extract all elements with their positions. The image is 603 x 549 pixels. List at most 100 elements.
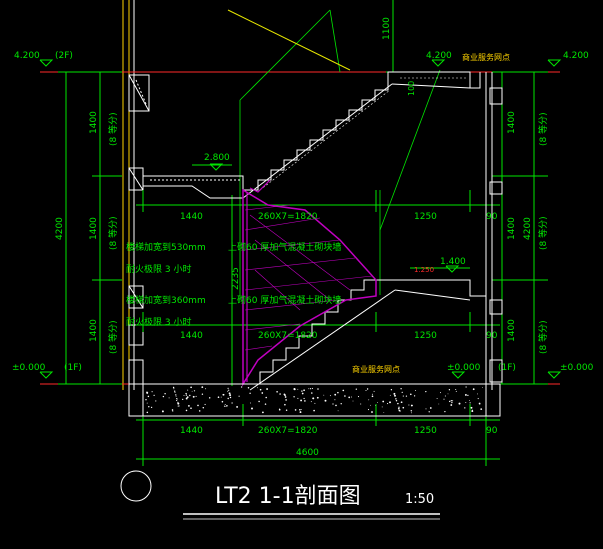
- right-wall: [485, 72, 503, 390]
- slab-speckle: [440, 392, 441, 394]
- slab-speckle: [448, 400, 451, 403]
- slab-speckle: [177, 401, 179, 403]
- dim-left-label-mid: (8 等分): [107, 216, 119, 250]
- slab-speckle: [334, 393, 337, 396]
- note-widen-530: 楼梯加宽到530mm: [126, 241, 206, 253]
- slab-speckle: [368, 399, 370, 401]
- slab-speckle: [278, 408, 281, 411]
- dim-left-total: 4200: [55, 217, 65, 240]
- slab-speckle: [355, 388, 357, 390]
- slab-speckle: [227, 387, 229, 389]
- stair-hatched-wall: [242, 179, 377, 387]
- dim-bottom-left: 1440: [180, 426, 203, 436]
- slab-speckle: [444, 410, 446, 413]
- slab-speckle: [304, 400, 306, 402]
- level-top-right-mid-note: 商业服务网点: [462, 52, 510, 62]
- dim-right-seg-bottom: 1400: [507, 319, 517, 342]
- slab-speckle: [208, 397, 211, 399]
- slab-speckle: [161, 410, 164, 413]
- slab-speckle: [174, 390, 176, 392]
- slab-speckle: [400, 388, 402, 390]
- slab-speckle: [201, 393, 204, 395]
- slab-speckle: [204, 403, 206, 406]
- slab-speckle: [258, 400, 260, 403]
- slab-speckle: [410, 410, 413, 412]
- slab-speckle: [303, 397, 305, 400]
- slab-speckle: [162, 395, 165, 398]
- slab-speckle: [247, 387, 250, 389]
- slab-speckle: [465, 402, 467, 403]
- slab-speckle: [395, 398, 397, 400]
- dim-row-upper-left: 1440: [180, 212, 203, 222]
- slab-speckle: [294, 409, 297, 411]
- slab-speckle: [348, 396, 351, 399]
- slab-speckle: [365, 389, 367, 392]
- slab-speckle: [316, 396, 319, 399]
- slab-speckle: [299, 411, 302, 414]
- slab-speckle: [464, 407, 466, 409]
- slab-speckle: [335, 404, 337, 407]
- slab-speckle: [284, 394, 286, 396]
- level-top-left-floor: (2F): [55, 51, 73, 61]
- dim-left-seg-top: 1400: [89, 111, 99, 134]
- stair-upper-flight: [242, 71, 481, 199]
- slab-speckle: [351, 396, 353, 398]
- slab-speckle: [458, 402, 461, 405]
- slab-speckle: [308, 388, 310, 390]
- level-bottom-right: ±0.000: [560, 363, 594, 373]
- slab-speckle: [175, 394, 177, 396]
- construction-lines: [239, 9, 441, 300]
- level-markers: [39, 59, 562, 379]
- slab-speckle: [324, 399, 327, 402]
- level-bottom-right-mid: ±0.000: [447, 363, 481, 373]
- slab-speckle: [480, 408, 483, 410]
- slab-speckle: [450, 404, 453, 406]
- slab-speckle: [387, 403, 389, 405]
- slab-speckle: [329, 395, 331, 397]
- bottom-note: 商业服务网点: [352, 364, 400, 374]
- leader-lines: [227, 9, 351, 71]
- slab-end-blocks: [128, 383, 501, 417]
- slab-speckle: [337, 410, 339, 412]
- dim-right-label-top: (8 等分): [537, 112, 549, 146]
- slab-speckle: [198, 410, 201, 412]
- ground-slab: [142, 383, 487, 417]
- slab-speckle: [425, 390, 427, 393]
- note-widen-360: 楼梯加宽到360mm: [126, 294, 206, 306]
- slab-speckle: [176, 397, 178, 400]
- slab-speckle: [226, 405, 228, 407]
- slab-speckle: [465, 386, 467, 388]
- slab-speckle: [323, 394, 325, 396]
- slab-speckle: [312, 397, 315, 400]
- slab-speckle: [229, 396, 232, 399]
- slab-speckle: [293, 396, 295, 398]
- dim-row-lower-right: 1250: [414, 331, 437, 341]
- slab-speckle: [436, 398, 438, 399]
- slab-speckle: [340, 403, 342, 405]
- slab-speckle: [175, 399, 178, 402]
- stair-lower-flight: [243, 279, 487, 391]
- slab-speckle: [155, 400, 157, 402]
- slab-speckle: [256, 387, 258, 389]
- slab-speckle: [172, 410, 174, 412]
- note-fire-rating-2: 耐火极限 3 小时: [126, 316, 191, 328]
- dim-row-lower-mid: 260X7=1820: [258, 331, 318, 341]
- slab-speckle: [482, 386, 483, 388]
- slab-speckle: [455, 390, 457, 392]
- slab-speckle: [224, 404, 226, 405]
- slab-speckle: [410, 412, 412, 414]
- slab-speckle: [401, 391, 403, 394]
- upper-landing-slab: [143, 175, 244, 199]
- slab-speckle: [344, 395, 346, 397]
- dim-left-seg-bottom: 1400: [89, 319, 99, 342]
- slab-speckle: [371, 393, 373, 395]
- slab-speckle: [276, 391, 278, 393]
- slab-speckle: [357, 396, 360, 398]
- slab-speckle: [369, 404, 371, 406]
- slab-speckle: [150, 406, 153, 409]
- slab-speckle: [153, 394, 155, 397]
- slab-speckle: [381, 406, 383, 408]
- slab-speckle: [469, 402, 471, 404]
- slab-speckle: [228, 389, 230, 391]
- dim-row-lower-left: 1440: [180, 331, 203, 341]
